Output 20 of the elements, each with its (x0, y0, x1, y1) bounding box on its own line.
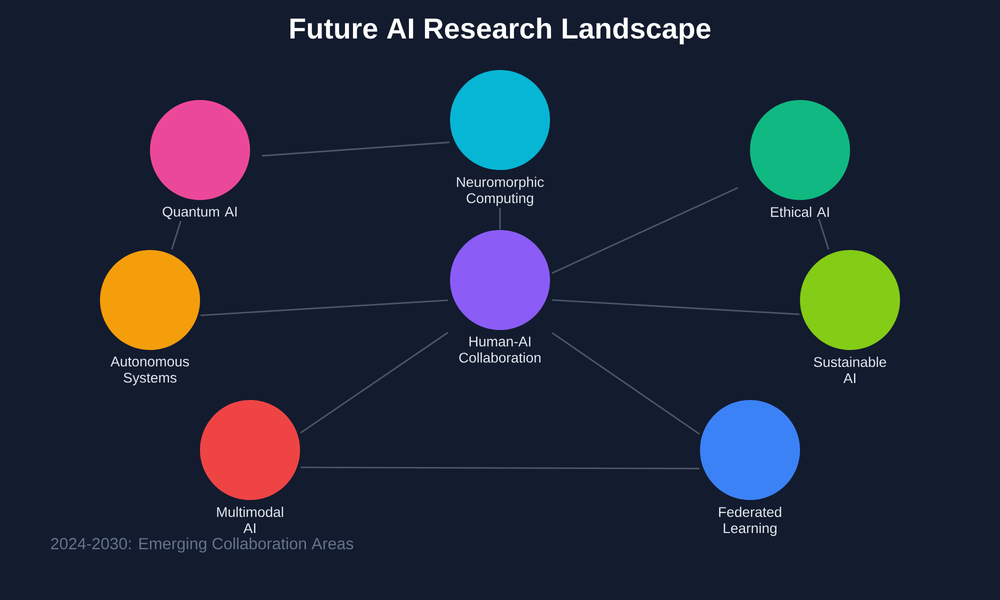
connector-line (552, 332, 700, 435)
topic-label: Neuromorphic Computing (457, 176, 544, 206)
connector-line (300, 466, 700, 470)
connector-line (300, 332, 448, 434)
topic-label: Multimodal AI (217, 506, 284, 534)
footnote-text: 2024-2030: Emerging Collaboration Areas (51, 537, 354, 553)
connector-line (171, 220, 182, 250)
topic-label: Autonomous Systems (110, 356, 189, 386)
connector-line (552, 299, 800, 316)
title: Future AI Research Landscape (290, 18, 710, 44)
connector-line (552, 186, 738, 274)
connector-line (262, 142, 450, 157)
topic-label: Ethical AI (771, 206, 829, 218)
topic-label: Federated Learning (719, 506, 782, 536)
connector-line (499, 208, 501, 230)
connector-line (818, 218, 830, 250)
topic-label: Human-AI Collaboration (459, 336, 540, 363)
topic-label: Quantum AI (162, 206, 237, 220)
connector-line (200, 299, 448, 316)
topic-label: Sustainable AI (814, 356, 886, 384)
